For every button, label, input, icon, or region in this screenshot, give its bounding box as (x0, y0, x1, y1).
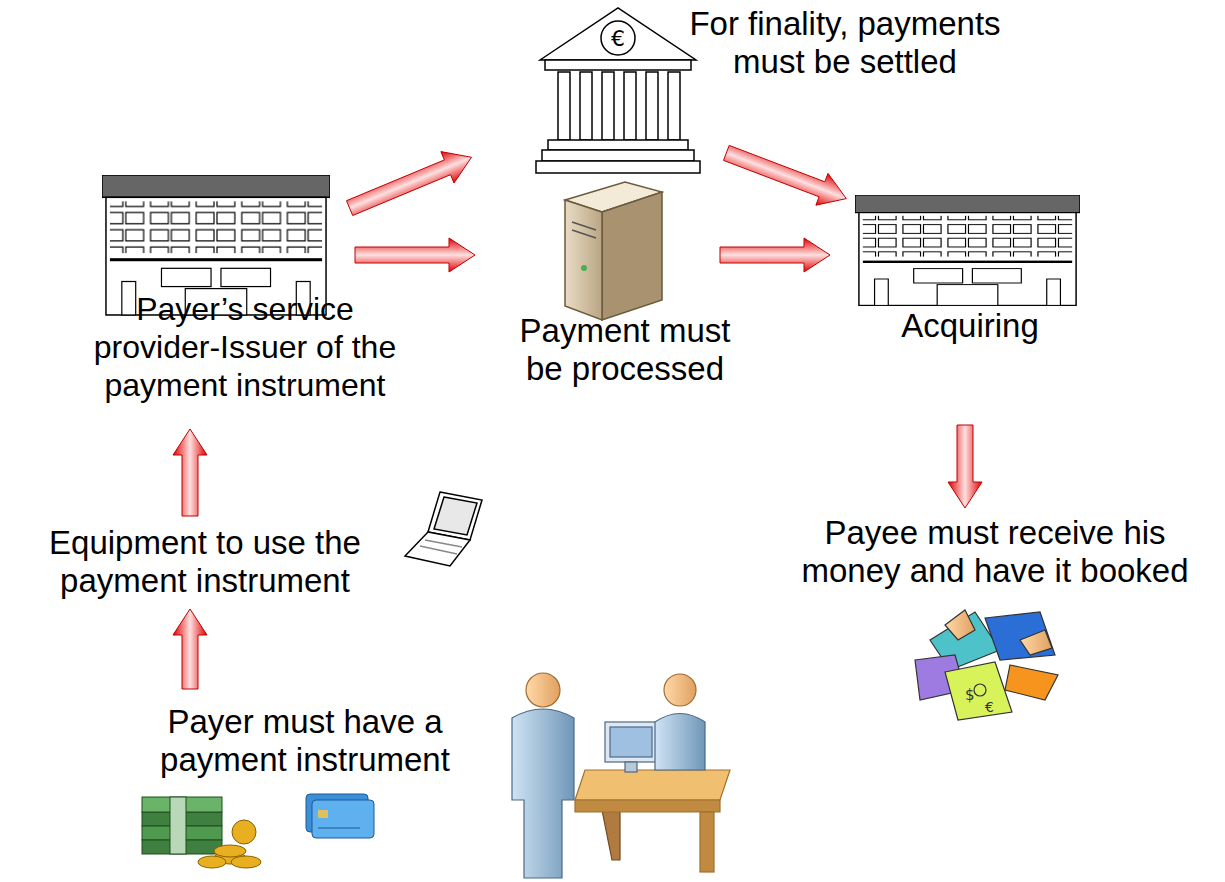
building-icon (855, 195, 1080, 305)
node-label: Payment must be processed (505, 312, 745, 388)
block-arrow (347, 152, 472, 216)
svg-text:$: $ (965, 686, 975, 704)
node-label: Payee must receive his money and have it… (780, 514, 1210, 590)
payer: Payer must have a payment instrument (140, 695, 470, 790)
svg-text:€: € (985, 699, 994, 715)
payee: Payee must receive his money and have it… (780, 510, 1210, 595)
node-label: Payer must have a payment instrument (140, 703, 470, 779)
block-arrow (724, 145, 847, 205)
settlement-bank: For finality, payments must be settled (525, 0, 1030, 160)
laptop-icon (405, 492, 482, 566)
node-label: For finality, payments must be settled (660, 5, 1030, 81)
block-arrow (948, 425, 982, 508)
acquirer-bank: Acquiring (850, 190, 1090, 350)
block-arrow (720, 238, 830, 272)
block-arrow (173, 429, 207, 516)
block-arrow (355, 238, 475, 272)
payment-equipment: Equipment to use the payment instrument (5, 520, 405, 605)
payee-money-icon: $ € (915, 610, 1058, 720)
card-icon (306, 794, 374, 838)
server-icon (565, 182, 662, 320)
processing-server: Payment must be processed (505, 180, 745, 395)
node-label: Equipment to use the payment instrument (5, 524, 405, 600)
node-label: Payer’s service provider-Issuer of the p… (85, 290, 405, 404)
cash-icon (142, 797, 261, 868)
bank-icon: € (536, 8, 700, 173)
issuer-bank: Payer’s service provider-Issuer of the p… (85, 170, 405, 425)
svg-text:€: € (611, 26, 625, 51)
people-icon (512, 673, 730, 878)
node-label: Acquiring (850, 307, 1090, 345)
block-arrow (173, 609, 207, 689)
